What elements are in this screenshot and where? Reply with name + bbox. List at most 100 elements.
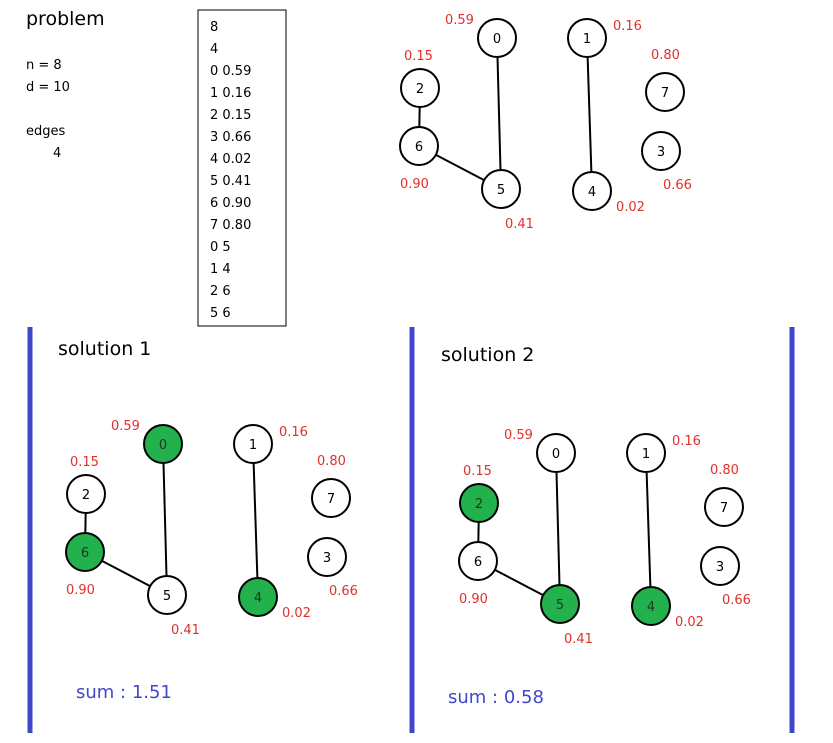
node-label-1: 1 bbox=[583, 32, 591, 47]
input-line: 2 6 bbox=[210, 284, 231, 299]
input-line: 8 bbox=[210, 20, 218, 35]
node-label-0: 0 bbox=[552, 447, 560, 462]
node-2 bbox=[400, 68, 440, 108]
input-line: 0 5 bbox=[210, 240, 231, 255]
node-label-4: 4 bbox=[254, 591, 262, 606]
input-line: 1 0.16 bbox=[210, 86, 251, 101]
node-label-7: 7 bbox=[720, 501, 728, 516]
node-label-0: 0 bbox=[493, 32, 501, 47]
node-label-3: 3 bbox=[657, 145, 665, 160]
node-label-5: 5 bbox=[556, 598, 564, 613]
node-label-3: 3 bbox=[323, 551, 331, 566]
input-line: 2 0.15 bbox=[210, 108, 251, 123]
node-weight-2: 0.15 bbox=[463, 464, 492, 479]
node-4 bbox=[572, 171, 612, 211]
edges-count: 4 bbox=[53, 146, 61, 161]
input-line: 0 0.59 bbox=[210, 64, 251, 79]
node-weight-2: 0.15 bbox=[70, 455, 99, 470]
input-line: 4 0.02 bbox=[210, 152, 251, 167]
node-0-selected bbox=[143, 424, 183, 464]
node-weight-7: 0.80 bbox=[710, 463, 739, 478]
solution-2-sum: sum : 0.58 bbox=[448, 687, 544, 708]
node-label-5: 5 bbox=[497, 183, 505, 198]
input-listing-box bbox=[197, 9, 287, 327]
node-label-5: 5 bbox=[163, 589, 171, 604]
node-weight-1: 0.16 bbox=[279, 425, 308, 440]
node-3 bbox=[641, 131, 681, 171]
node-1 bbox=[626, 433, 666, 473]
node-weight-1: 0.16 bbox=[672, 434, 701, 449]
node-5 bbox=[147, 575, 187, 615]
node-label-6: 6 bbox=[415, 140, 423, 155]
input-line: 3 0.66 bbox=[210, 130, 251, 145]
node-weight-3: 0.66 bbox=[329, 584, 358, 599]
node-7 bbox=[704, 487, 744, 527]
node-weight-6: 0.90 bbox=[66, 583, 95, 598]
solution-2-title: solution 2 bbox=[441, 344, 534, 366]
node-label-4: 4 bbox=[647, 600, 655, 615]
input-line: 1 4 bbox=[210, 262, 231, 277]
node-label-4: 4 bbox=[588, 185, 596, 200]
node-4-selected bbox=[631, 586, 671, 626]
node-label-2: 2 bbox=[475, 497, 483, 512]
node-7 bbox=[645, 72, 685, 112]
solution-1-sum: sum : 1.51 bbox=[76, 682, 172, 703]
node-weight-6: 0.90 bbox=[400, 177, 429, 192]
node-weight-4: 0.02 bbox=[282, 606, 311, 621]
edges-label: edges bbox=[26, 124, 66, 139]
node-weight-3: 0.66 bbox=[722, 593, 751, 608]
node-5 bbox=[481, 169, 521, 209]
node-6-selected bbox=[65, 532, 105, 572]
node-label-0: 0 bbox=[159, 438, 167, 453]
node-5-selected bbox=[540, 584, 580, 624]
node-label-6: 6 bbox=[81, 546, 89, 561]
node-weight-3: 0.66 bbox=[663, 178, 692, 193]
node-weight-0: 0.59 bbox=[445, 13, 474, 28]
edge-0-5 bbox=[162, 443, 168, 596]
node-weight-7: 0.80 bbox=[317, 454, 346, 469]
node-weight-2: 0.15 bbox=[404, 49, 433, 64]
node-1 bbox=[233, 424, 273, 464]
node-weight-6: 0.90 bbox=[459, 592, 488, 607]
d-label: d = 10 bbox=[26, 80, 70, 95]
problem-title: problem bbox=[26, 8, 105, 30]
edge-0-5 bbox=[555, 452, 561, 605]
input-line: 5 0.41 bbox=[210, 174, 251, 189]
input-line: 4 bbox=[210, 42, 218, 57]
edge-1-4 bbox=[586, 37, 593, 192]
node-6 bbox=[399, 126, 439, 166]
node-weight-5: 0.41 bbox=[564, 632, 593, 647]
node-weight-0: 0.59 bbox=[111, 419, 140, 434]
node-weight-5: 0.41 bbox=[505, 217, 534, 232]
solution-1-title: solution 1 bbox=[58, 338, 151, 360]
node-0 bbox=[477, 18, 517, 58]
edge-1-4 bbox=[645, 452, 652, 607]
input-line: 7 0.80 bbox=[210, 218, 251, 233]
node-label-1: 1 bbox=[249, 438, 257, 453]
node-2 bbox=[66, 474, 106, 514]
node-4-selected bbox=[238, 577, 278, 617]
node-label-7: 7 bbox=[661, 86, 669, 101]
node-1 bbox=[567, 18, 607, 58]
n-label: n = 8 bbox=[26, 58, 62, 73]
node-label-3: 3 bbox=[716, 560, 724, 575]
node-weight-5: 0.41 bbox=[171, 623, 200, 638]
node-weight-4: 0.02 bbox=[675, 615, 704, 630]
node-label-1: 1 bbox=[642, 447, 650, 462]
node-weight-1: 0.16 bbox=[613, 19, 642, 34]
node-weight-0: 0.59 bbox=[504, 428, 533, 443]
node-3 bbox=[700, 546, 740, 586]
input-line: 5 6 bbox=[210, 306, 231, 321]
edge-0-5 bbox=[496, 37, 502, 190]
node-weight-7: 0.80 bbox=[651, 48, 680, 63]
node-0 bbox=[536, 433, 576, 473]
node-7 bbox=[311, 478, 351, 518]
node-2-selected bbox=[459, 483, 499, 523]
node-label-2: 2 bbox=[82, 488, 90, 503]
node-6 bbox=[458, 541, 498, 581]
edge-1-4 bbox=[252, 443, 259, 598]
